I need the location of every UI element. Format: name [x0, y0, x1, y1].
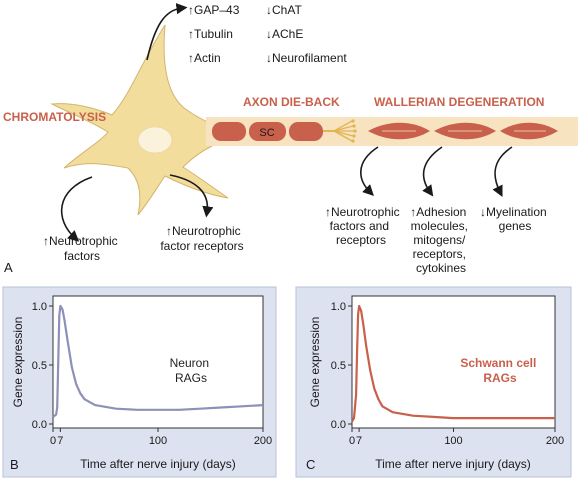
- wallerian-label: WALLERIAN DEGENERATION: [374, 95, 544, 109]
- up-gene: ↑GAP–43: [188, 3, 240, 17]
- panel-c-series-label: Schwann cell RAGs: [460, 356, 539, 385]
- adhesion-caption: ↑Adhesion molecules, mitogens/ receptors…: [410, 205, 471, 275]
- y-tick-label: 1.0: [32, 301, 47, 313]
- up-gene: ↑Tubulin: [188, 27, 233, 41]
- panel-c-ylabel: Gene expression: [308, 317, 322, 408]
- panel-a: SC ↑GAP–43: [3, 3, 578, 275]
- panel-c-letter: C: [306, 457, 315, 472]
- neuron-rags-line: [52, 304, 264, 418]
- panel-c-xlabel: Time after nerve injury (days): [375, 457, 531, 471]
- panel-b-ylabel: Gene expression: [11, 317, 25, 408]
- x-tick-label: 7: [356, 435, 362, 447]
- x-tick-label: 7: [57, 435, 63, 447]
- schwann-cell-left: [212, 122, 246, 141]
- x-tick-label: 200: [254, 435, 272, 447]
- schwann-cell-sc: [249, 122, 286, 141]
- y-tick-label: 1.0: [331, 301, 346, 313]
- x-tick-label: 0: [349, 435, 355, 447]
- panel-b-xlabel: Time after nerve injury (days): [80, 457, 236, 471]
- up-genes: ↑GAP–43 ↑Tubulin ↑Actin: [188, 3, 243, 65]
- series-label-line: Schwann cell: [460, 356, 536, 370]
- up-gene: ↑Actin: [188, 51, 221, 65]
- panel-a-letter: A: [4, 260, 13, 275]
- panel-a-arrows: [60, 3, 513, 242]
- down-genes: ↓ChAT ↓AChE ↓Neurofilament: [266, 3, 347, 65]
- neuron-nucleus: [137, 126, 173, 154]
- y-tick-label: 0.5: [32, 360, 47, 372]
- x-tick-label: 100: [149, 435, 167, 447]
- x-tick-label: 0: [50, 435, 56, 447]
- growth-cone-fan: [333, 120, 354, 142]
- y-tick-label: 0.5: [331, 360, 346, 372]
- y-tick-label: 0.0: [331, 419, 346, 431]
- y-tick-label: 0.0: [32, 419, 47, 431]
- panel-b-series-label: Neuron RAGs: [170, 356, 213, 385]
- x-tick-label: 200: [546, 435, 564, 447]
- neurotrophic-receptors-caption: ↑Neurotrophic factor receptors: [160, 224, 244, 253]
- schwann-rags-line: [351, 304, 555, 423]
- degenerating-schwann-cells: [368, 122, 558, 140]
- myelination-caption: ↓Myelination genes: [480, 205, 550, 233]
- down-gene: ↓Neurofilament: [266, 51, 347, 65]
- factors-receptors-caption: ↑Neurotrophic factors and receptors: [325, 205, 403, 247]
- series-label-line: Neuron: [170, 356, 209, 370]
- growth-cone-dots: [351, 119, 357, 143]
- axon-dieback-label: AXON DIE-BACK: [243, 95, 340, 109]
- series-label-line: RAGs: [175, 371, 207, 385]
- sc-label: SC: [259, 127, 274, 139]
- down-gene: ↓AChE: [266, 27, 303, 41]
- down-gene: ↓ChAT: [266, 3, 302, 17]
- chromatolysis-label: CHROMATOLYSIS: [3, 110, 106, 124]
- x-tick-label: 100: [444, 435, 462, 447]
- neuron-cell-body: [50, 24, 229, 216]
- series-label-line: RAGs: [483, 371, 517, 385]
- panel-b-letter: B: [10, 457, 19, 472]
- panel-b-plot-area: [52, 295, 264, 429]
- schwann-cell-right: [289, 122, 323, 141]
- panel-c-plot-area: [351, 295, 556, 429]
- neurotrophic-factors-caption: ↑Neurotrophic factors: [43, 234, 121, 263]
